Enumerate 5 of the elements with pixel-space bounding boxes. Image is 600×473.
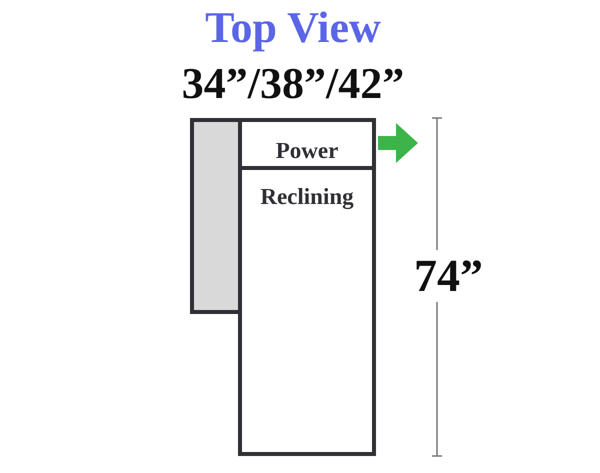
length-dimension: 74”: [414, 250, 483, 302]
width-dimension: 34”/38”/42”: [180, 58, 406, 109]
section-label: Reclining: [259, 184, 355, 210]
section-label: Power: [274, 138, 340, 164]
title: Top View: [204, 2, 382, 53]
